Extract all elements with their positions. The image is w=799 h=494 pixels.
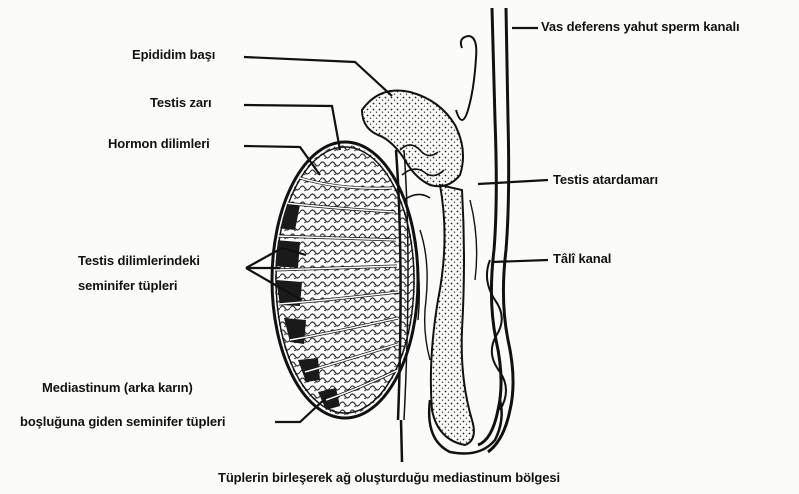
label-vas-deferens: Vas deferens yahut sperm kanalı [541,19,740,34]
testis-body [270,140,420,462]
mediastinum-pointer-line [401,420,402,462]
label-testis-zari: Testis zarı [150,95,212,110]
label-mediastinum-bolgesi: Tüplerin birleşerek ağ oluşturduğu media… [218,470,560,485]
label-epididim-basi: Epididim başı [132,47,215,62]
label-seminifer-line1: Testis dilimlerindeki [78,253,200,268]
label-mediastinum-line1: Mediastinum (arka karın) [42,380,193,395]
label-tali-kanal: Tâlî kanal [553,251,611,266]
epididymis-body [431,185,474,445]
testis-artery-loop [456,36,476,120]
label-seminifer-line2: seminifer tüpleri [78,278,177,293]
label-mediastinum-line2: boşluğuna giden seminifer tüpleri [20,414,225,429]
label-testis-atardamari: Testis atardamarı [553,172,658,187]
label-hormon-dilimleri: Hormon dilimleri [108,136,210,151]
